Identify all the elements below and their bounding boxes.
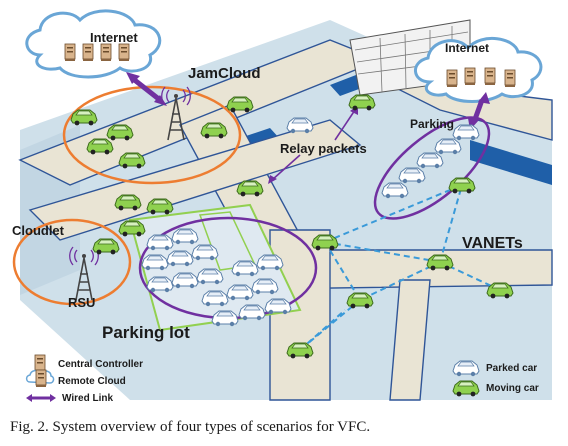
car-icon — [346, 292, 374, 309]
legend-parked-car: Parked car — [486, 363, 537, 374]
vanet-links — [299, 184, 501, 351]
car-icon — [70, 109, 98, 126]
car-icon — [434, 138, 462, 155]
car-icon — [251, 278, 279, 295]
car-icon — [231, 260, 259, 277]
label-cloudlet: Cloudlet — [12, 223, 65, 238]
car-icon — [256, 254, 284, 271]
label-parking: Parking — [410, 117, 454, 131]
car-icon — [114, 194, 142, 211]
legend-moving-car: Moving car — [486, 383, 539, 394]
car-icon — [486, 282, 514, 299]
car-icon — [426, 254, 454, 271]
server-icon — [100, 43, 112, 62]
server-icon — [35, 369, 47, 388]
car-icon — [348, 94, 376, 111]
car-icon — [238, 304, 266, 321]
car-icon — [200, 122, 228, 139]
server-icon — [464, 67, 476, 86]
server-icon — [82, 43, 94, 62]
car-icon — [211, 310, 239, 327]
label-relay-packets: Relay packets — [280, 141, 367, 156]
car-icon — [201, 290, 229, 307]
figure-caption: Fig. 2. System overview of four types of… — [10, 419, 371, 435]
car-icon — [171, 228, 199, 245]
car-icon — [141, 254, 169, 271]
car-icon — [146, 198, 174, 215]
label-internet-right: Internet — [445, 41, 489, 55]
cloud-icon-right — [414, 36, 543, 103]
label-rsu: RSU — [68, 295, 95, 310]
car-icon — [196, 268, 224, 285]
label-internet-left: Internet — [90, 30, 138, 45]
cloud-icon-left — [25, 9, 162, 79]
car-icon — [416, 152, 444, 169]
label-parking-lot: Parking lot — [102, 323, 190, 342]
server-icon — [64, 43, 76, 62]
legend-central-controller: Central Controller — [58, 359, 143, 370]
server-icon — [484, 67, 496, 86]
car-icon — [448, 177, 476, 194]
car-icon — [118, 220, 146, 237]
car-icon — [226, 96, 254, 113]
car-icon — [452, 360, 480, 377]
car-icon — [452, 124, 480, 141]
server-icon — [34, 354, 46, 373]
car-icon — [311, 234, 339, 251]
label-jamcloud: JamCloud — [188, 65, 261, 82]
car-icon — [171, 272, 199, 289]
car-icon — [191, 244, 219, 261]
car-icon — [106, 124, 134, 141]
legend-right: Parked car Moving car — [452, 360, 539, 397]
server-icon — [504, 69, 516, 88]
car-icon — [236, 180, 264, 197]
legend-remote-cloud: Remote Cloud — [58, 376, 126, 387]
jamcloud-range-circle — [62, 85, 242, 185]
car-icon — [146, 234, 174, 251]
car-icon — [398, 167, 426, 184]
vfc-system-diagram: Internet Internet JamCloud Relay packets… — [12, 9, 553, 404]
car-icon — [166, 250, 194, 267]
car-icon — [452, 380, 480, 397]
car-icon — [381, 182, 409, 199]
label-vanets: VANETs — [462, 235, 523, 252]
car-icon — [286, 117, 314, 134]
server-icon — [118, 43, 130, 62]
legend-left: Central Controller Remote Cloud Wired Li… — [25, 354, 143, 404]
server-icon — [446, 69, 458, 88]
legend-wired-link: Wired Link — [62, 393, 113, 404]
car-icon — [286, 342, 314, 359]
car-icon — [86, 138, 114, 155]
car-icon — [92, 238, 120, 255]
car-icon — [264, 298, 292, 315]
car-icon — [146, 276, 174, 293]
car-icon — [118, 152, 146, 169]
car-icon — [226, 284, 254, 301]
cloudlet-range-circle — [12, 218, 132, 306]
